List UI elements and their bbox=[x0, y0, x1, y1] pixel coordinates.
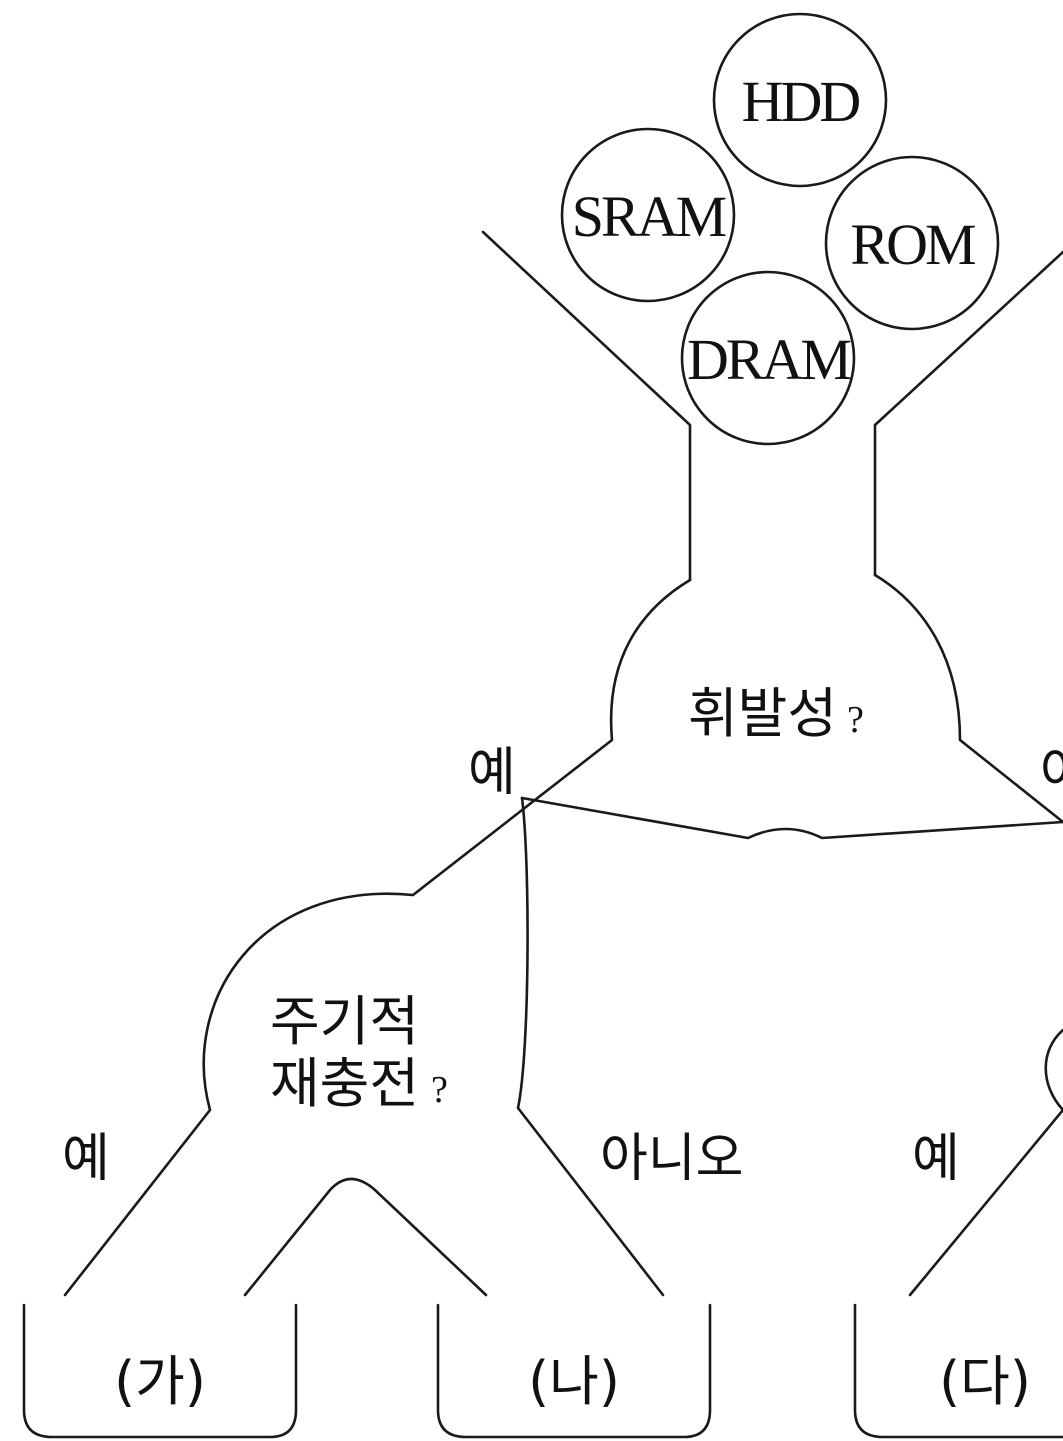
memory-circle-sram: SRAM bbox=[560, 127, 736, 303]
inner-peak-center bbox=[520, 796, 1063, 840]
question1-bubble-right bbox=[873, 573, 1063, 824]
question2-bubble-right bbox=[516, 796, 665, 1297]
right-branch-line bbox=[908, 1108, 1063, 1297]
memory-circle-hdd: HDD bbox=[712, 12, 888, 188]
bin-ga-outline bbox=[22, 1303, 298, 1439]
right-partial-bubble bbox=[1044, 1028, 1063, 1112]
q3-yes-label: 예 bbox=[912, 1129, 960, 1189]
memory-circle-dram: DRAM bbox=[680, 270, 856, 446]
question2-line1: 주기적 bbox=[270, 990, 419, 1053]
question1-bubble bbox=[411, 578, 692, 897]
bin-na-label: (나) bbox=[528, 1350, 620, 1413]
memory-label: DRAM bbox=[687, 327, 850, 392]
memory-label: ROM bbox=[850, 212, 975, 277]
question2-line2: 재충전? bbox=[270, 1052, 448, 1115]
q1-yes-label: 예 bbox=[468, 743, 516, 803]
inner-peak-left bbox=[243, 1177, 488, 1297]
question2-bubble bbox=[63, 892, 415, 1297]
q1-no-label-partial: 아 bbox=[1040, 743, 1063, 803]
memory-label: HDD bbox=[742, 69, 860, 134]
bin-ga-label: (가) bbox=[114, 1350, 206, 1413]
q2-no-label: 아니오 bbox=[600, 1129, 744, 1189]
funnel-left-edge bbox=[481, 230, 692, 582]
question1-text: 휘발성? bbox=[688, 682, 864, 745]
q2-yes-label: 예 bbox=[62, 1129, 110, 1189]
bin-da-label: (다) bbox=[939, 1350, 1031, 1413]
funnel-right-edge bbox=[873, 250, 1063, 577]
bin-na-outline bbox=[436, 1303, 712, 1439]
memory-label: SRAM bbox=[572, 184, 726, 249]
bin-da-outline bbox=[853, 1303, 1063, 1439]
memory-circle-rom: ROM bbox=[824, 155, 1000, 331]
